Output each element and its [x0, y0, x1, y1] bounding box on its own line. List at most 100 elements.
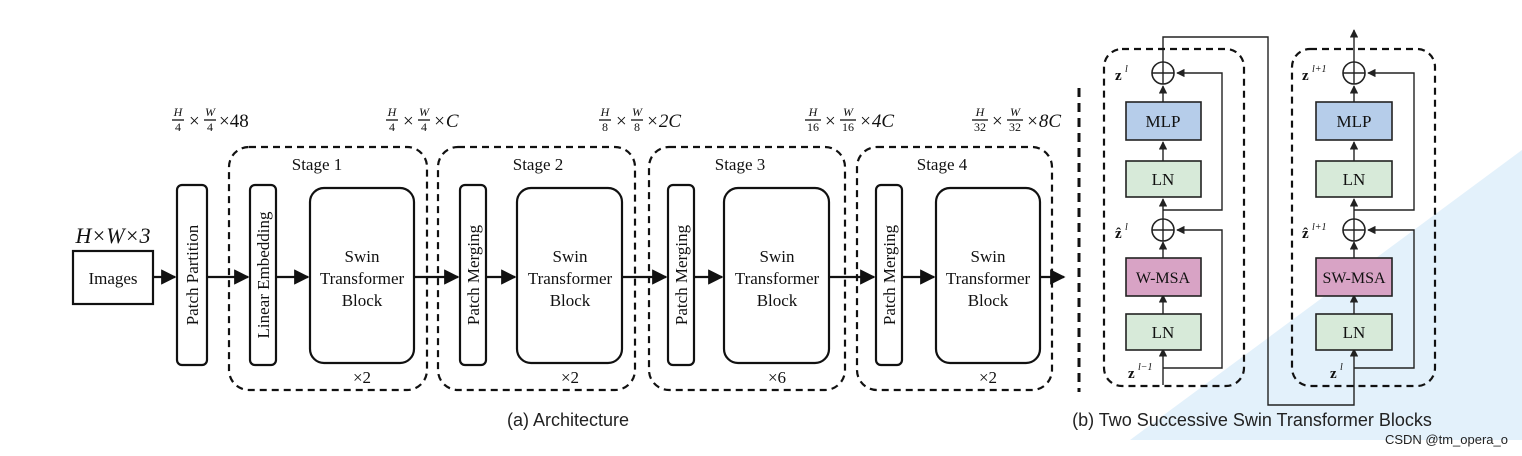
svg-text:×4C: ×4C	[859, 111, 894, 132]
swin-block-right: MLP LN SW-MSA LN z l+1 ẑ l+1 z l	[1290, 29, 1437, 388]
patch-merging-box-2	[458, 183, 488, 367]
patch-partition-label: Patch Partition	[183, 224, 202, 325]
svg-text:H: H	[975, 105, 986, 119]
svg-text:×C: ×C	[433, 111, 459, 132]
svg-text:4: 4	[421, 120, 427, 134]
swin-block-3-line1: Swin	[760, 247, 795, 266]
svg-text:4: 4	[207, 120, 213, 134]
left-ln-bottom-box	[1125, 313, 1202, 351]
svg-text:16: 16	[842, 120, 854, 134]
right-mlp-label: MLP	[1337, 112, 1372, 131]
stage-3: Stage 3 Patch Merging Swin Transformer B…	[647, 145, 847, 392]
svg-text:W: W	[843, 105, 854, 119]
right-z-out-sup: l+1	[1312, 64, 1327, 75]
swin-block-1	[308, 186, 416, 365]
svg-text:H: H	[173, 105, 184, 119]
dim-label-1: H 4 × W 4 ×48	[172, 105, 249, 134]
swin-block-2-line2: Transformer	[528, 269, 613, 288]
svg-text:W: W	[419, 105, 430, 119]
svg-text:×: ×	[403, 111, 414, 132]
svg-text:H: H	[387, 105, 398, 119]
stage-2-frame	[436, 145, 637, 392]
block-connector	[1162, 36, 1355, 406]
right-mlp-box	[1315, 101, 1393, 141]
swin-block-left: MLP LN W-MSA LN z l ẑ l z l−1	[1102, 47, 1246, 388]
svg-text:4: 4	[175, 120, 181, 134]
left-attention-label: W-MSA	[1136, 270, 1191, 287]
svg-text:W: W	[632, 105, 643, 119]
right-ln-bottom-label: LN	[1343, 323, 1366, 342]
images-box	[71, 249, 155, 306]
stage-4: Stage 4 Patch Merging Swin Transformer B…	[855, 145, 1054, 392]
left-z-out-sup: l	[1125, 64, 1128, 75]
caption-architecture: (a) Architecture	[507, 410, 629, 430]
left-mlp-label: MLP	[1146, 112, 1181, 131]
swin-block-3	[722, 186, 831, 365]
left-z-in: z	[1128, 366, 1135, 382]
patch-merging-label-2: Patch Merging	[464, 224, 483, 325]
svg-text:×: ×	[825, 111, 836, 132]
swin-block-2	[515, 186, 624, 365]
right-ln-top-box	[1315, 160, 1393, 198]
linear-embedding-box	[248, 183, 278, 367]
linear-embedding-label: Linear Embedding	[254, 211, 273, 338]
swin-block-2-line3: Block	[550, 291, 591, 310]
right-block-frame	[1290, 47, 1437, 388]
svg-text:×: ×	[616, 111, 627, 132]
left-z-out: z	[1115, 68, 1122, 84]
right-ln-top-label: LN	[1343, 170, 1366, 189]
swin-block-4-line1: Swin	[971, 247, 1006, 266]
svg-text:H: H	[600, 105, 611, 119]
caption-successive-blocks: (b) Two Successive Swin Transformer Bloc…	[1072, 410, 1432, 430]
svg-text:32: 32	[974, 120, 986, 134]
left-ln-top-box	[1125, 160, 1202, 198]
stage-4-frame	[855, 145, 1054, 392]
patch-merging-box-3	[666, 183, 696, 367]
svg-text:×48: ×48	[219, 111, 249, 132]
left-z-mid: ẑ	[1115, 226, 1122, 242]
swin-block-4	[934, 186, 1042, 365]
right-attention-label: SW-MSA	[1322, 270, 1386, 287]
right-z-mid-sup: l+1	[1312, 222, 1327, 233]
patch-merging-label-3: Patch Merging	[672, 224, 691, 325]
svg-text:H: H	[808, 105, 819, 119]
patch-merging-box-4	[874, 183, 904, 367]
right-attention-box	[1315, 257, 1393, 297]
right-z-in: z	[1330, 366, 1337, 382]
stage-2-repeat: ×2	[561, 368, 579, 387]
svg-text:8: 8	[602, 120, 608, 134]
patch-merging-label-4: Patch Merging	[880, 224, 899, 325]
stage-3-repeat: ×6	[768, 368, 786, 387]
dim-label-3: H 8 × W 8 ×2C	[599, 105, 681, 134]
stage-3-title: Stage 3	[715, 155, 766, 174]
stage-1-repeat: ×2	[353, 368, 371, 387]
left-mlp-box	[1125, 101, 1202, 141]
svg-text:32: 32	[1009, 120, 1021, 134]
stage-2: Stage 2 Patch Merging Swin Transformer B…	[436, 145, 637, 392]
right-z-mid: ẑ	[1302, 226, 1309, 242]
left-z-mid-sup: l	[1125, 222, 1128, 233]
swin-block-3-line2: Transformer	[735, 269, 820, 288]
left-attention-box	[1125, 257, 1202, 297]
swin-block-4-line2: Transformer	[946, 269, 1031, 288]
swin-block-3-line3: Block	[757, 291, 798, 310]
swin-block-2-line1: Swin	[553, 247, 588, 266]
stage-1-frame	[227, 145, 429, 392]
svg-text:16: 16	[807, 120, 819, 134]
left-ln-top-label: LN	[1152, 170, 1175, 189]
svg-text:W: W	[205, 105, 216, 119]
left-ln-bottom-label: LN	[1152, 323, 1175, 342]
stage-3-frame	[647, 145, 847, 392]
dim-label-4: H 16 × W 16 ×4C	[805, 105, 894, 134]
right-z-out: z	[1302, 68, 1309, 84]
stage-1-title: Stage 1	[292, 155, 343, 174]
swin-block-1-line3: Block	[342, 291, 383, 310]
svg-text:×2C: ×2C	[646, 111, 681, 132]
svg-text:×: ×	[189, 111, 200, 132]
swin-block-1-line2: Transformer	[320, 269, 405, 288]
stage-1: Stage 1 Linear Embedding Swin Transforme…	[227, 145, 429, 392]
swin-block-1-line1: Swin	[345, 247, 380, 266]
watermark: CSDN @tm_opera_o	[1385, 432, 1508, 447]
stage-4-repeat: ×2	[979, 368, 997, 387]
